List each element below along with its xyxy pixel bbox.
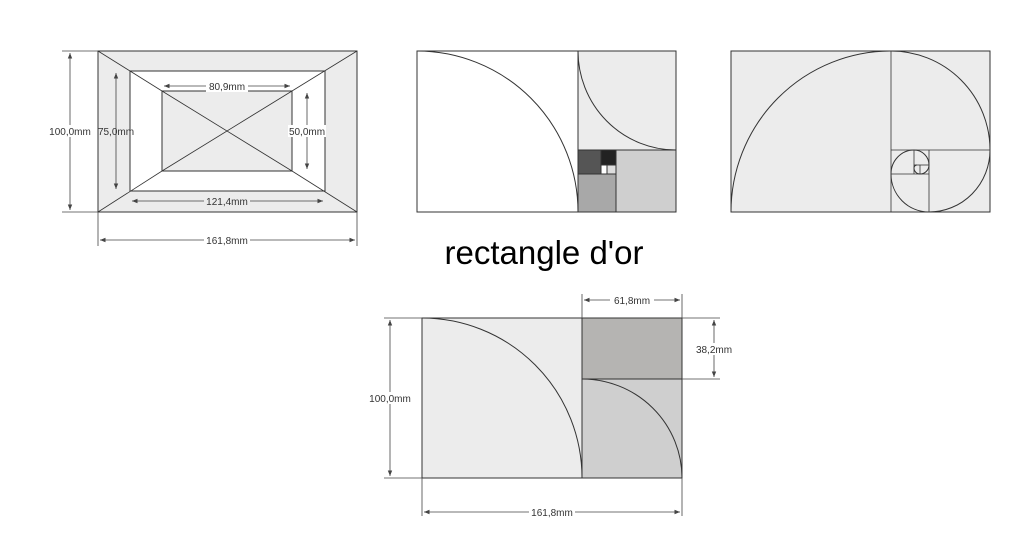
small-arc — [581, 378, 683, 479]
figure-title: rectangle d'or — [445, 234, 644, 271]
square-6 — [606, 164, 617, 175]
middle-height-label: 75,0mm — [98, 127, 134, 138]
large-arc — [416, 50, 579, 213]
middle-width-label: 121,4mm — [206, 197, 248, 208]
dimensioned-golden-rectangle: 100,0mm 161,8mm 61,8mm 38,2mm — [367, 294, 734, 519]
square-height-label: 38,2mm — [696, 345, 732, 356]
medium-arc — [577, 50, 677, 151]
square-4 — [577, 149, 602, 175]
nested-rectangles-diagram: 100,0mm 161,8mm 75,0mm 121,4mm 80,9mm 50… — [48, 50, 358, 247]
inner-height-label: 50,0mm — [289, 127, 325, 138]
outer-rectangle — [730, 50, 991, 213]
height-label: 100,0mm — [369, 394, 411, 405]
square-3 — [577, 173, 617, 213]
outer-width-label: 161,8mm — [206, 236, 248, 247]
golden-spiral-diagram — [730, 50, 991, 213]
square-2 — [615, 149, 677, 213]
outer-height-label: 100,0mm — [49, 127, 91, 138]
golden-squares-diagram — [416, 50, 677, 213]
bottom-right-square — [581, 378, 683, 479]
square-5 — [600, 149, 617, 166]
large-arc — [421, 317, 583, 479]
golden-spiral — [730, 50, 991, 213]
width-label: 161,8mm — [531, 508, 573, 519]
inner-width-label: 80,9mm — [209, 82, 245, 93]
square-1 — [577, 50, 677, 151]
square-width-label: 61,8mm — [614, 296, 650, 307]
square-7 — [600, 164, 608, 175]
diagonals — [97, 50, 358, 213]
top-right-square — [581, 317, 683, 380]
